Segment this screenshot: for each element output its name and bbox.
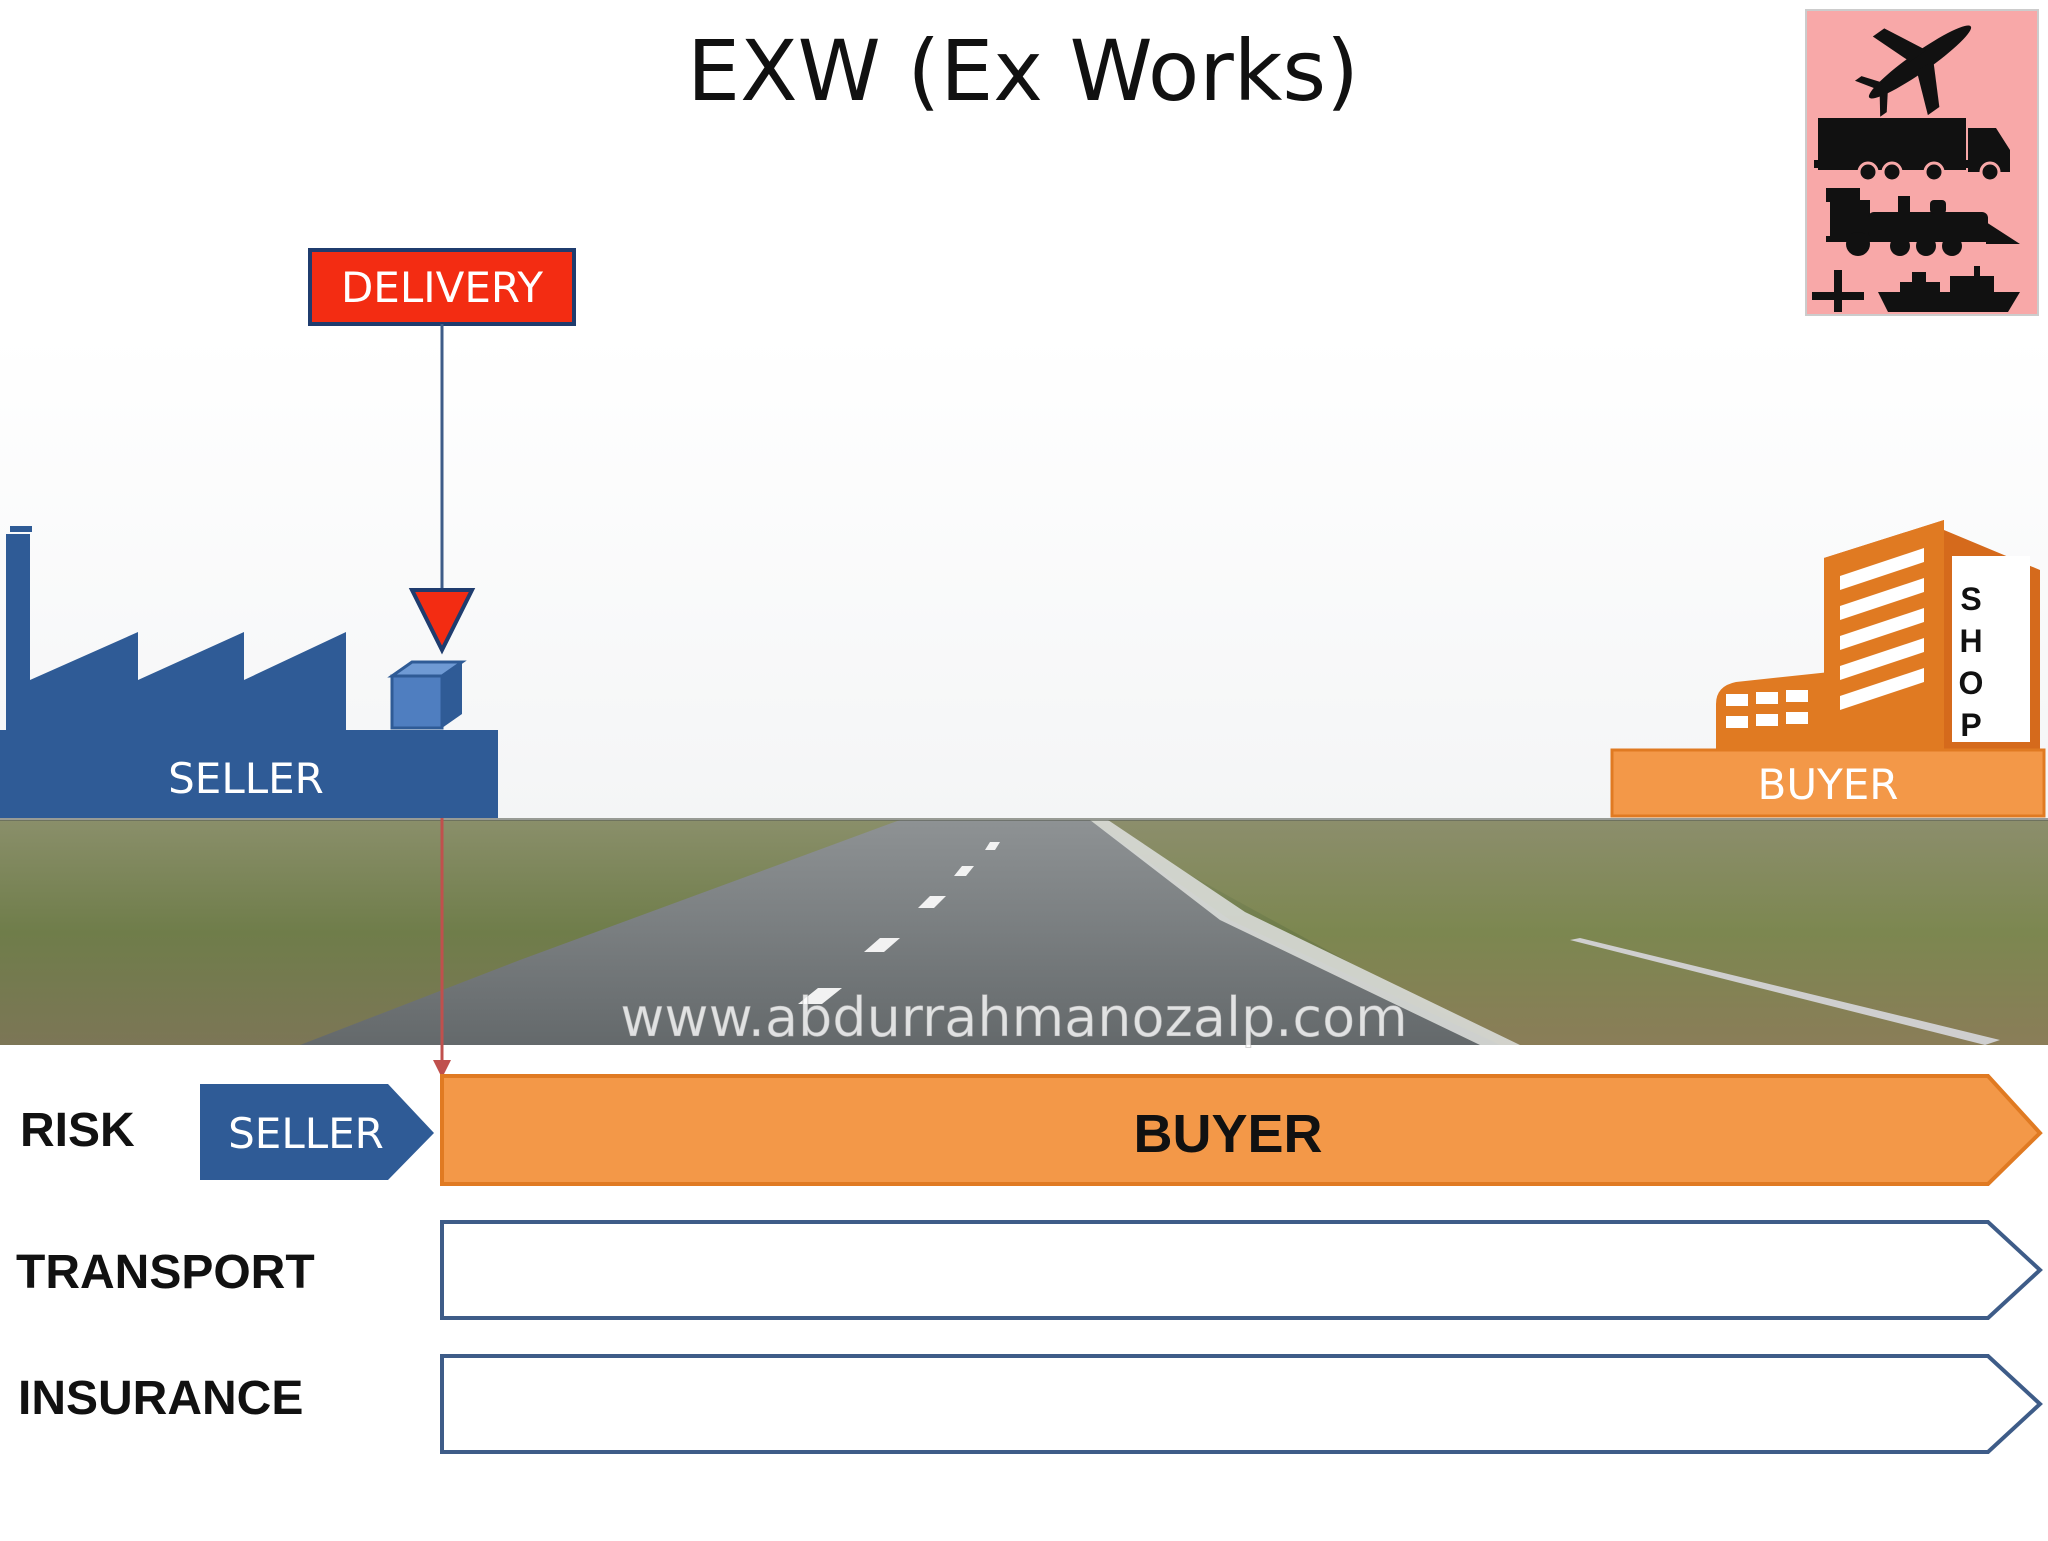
page-title: EXW (Ex Works) xyxy=(687,22,1359,120)
watermark-text: www.abdurrahmanozalp.com xyxy=(620,986,1408,1049)
shop-building-icon xyxy=(1716,520,2040,752)
buyer-label: BUYER xyxy=(1758,760,1899,809)
shop-letter: H xyxy=(1959,623,1982,659)
insurance-row-label: INSURANCE xyxy=(18,1372,303,1425)
shop-letter: S xyxy=(1960,581,1981,617)
delivery-label: DELIVERY xyxy=(341,263,543,312)
shop-sign: S H O P xyxy=(1959,581,1984,743)
shop-letter: P xyxy=(1960,707,1981,743)
cargo-box-icon xyxy=(387,660,467,730)
delivery-box xyxy=(308,248,576,326)
risk-buyer-label: BUYER xyxy=(1133,1104,1322,1164)
airplane-icon xyxy=(1854,25,1972,117)
seller-platform xyxy=(0,730,498,818)
road-photo xyxy=(0,818,2048,1045)
transport-modes-box xyxy=(1805,9,2039,316)
risk-transfer-arrowhead xyxy=(433,1060,451,1078)
transport-row-label: TRANSPORT xyxy=(16,1246,315,1299)
ship-icon xyxy=(1878,266,2020,312)
train-icon xyxy=(1826,188,2020,256)
plus-icon xyxy=(1812,270,1864,312)
factory-icon xyxy=(6,526,346,734)
delivery-point-marker xyxy=(408,588,476,655)
shop-letter: O xyxy=(1959,665,1984,701)
risk-seller-label: SELLER xyxy=(228,1109,384,1158)
truck-icon xyxy=(1814,118,2010,183)
transport-arrow xyxy=(440,1220,2043,1320)
buyer-platform xyxy=(1610,748,2046,818)
risk-buyer-arrow xyxy=(440,1074,2043,1186)
risk-seller-arrow xyxy=(200,1084,434,1180)
insurance-arrow xyxy=(440,1354,2043,1454)
seller-label: SELLER xyxy=(168,754,324,803)
risk-row-label: RISK xyxy=(20,1104,135,1157)
